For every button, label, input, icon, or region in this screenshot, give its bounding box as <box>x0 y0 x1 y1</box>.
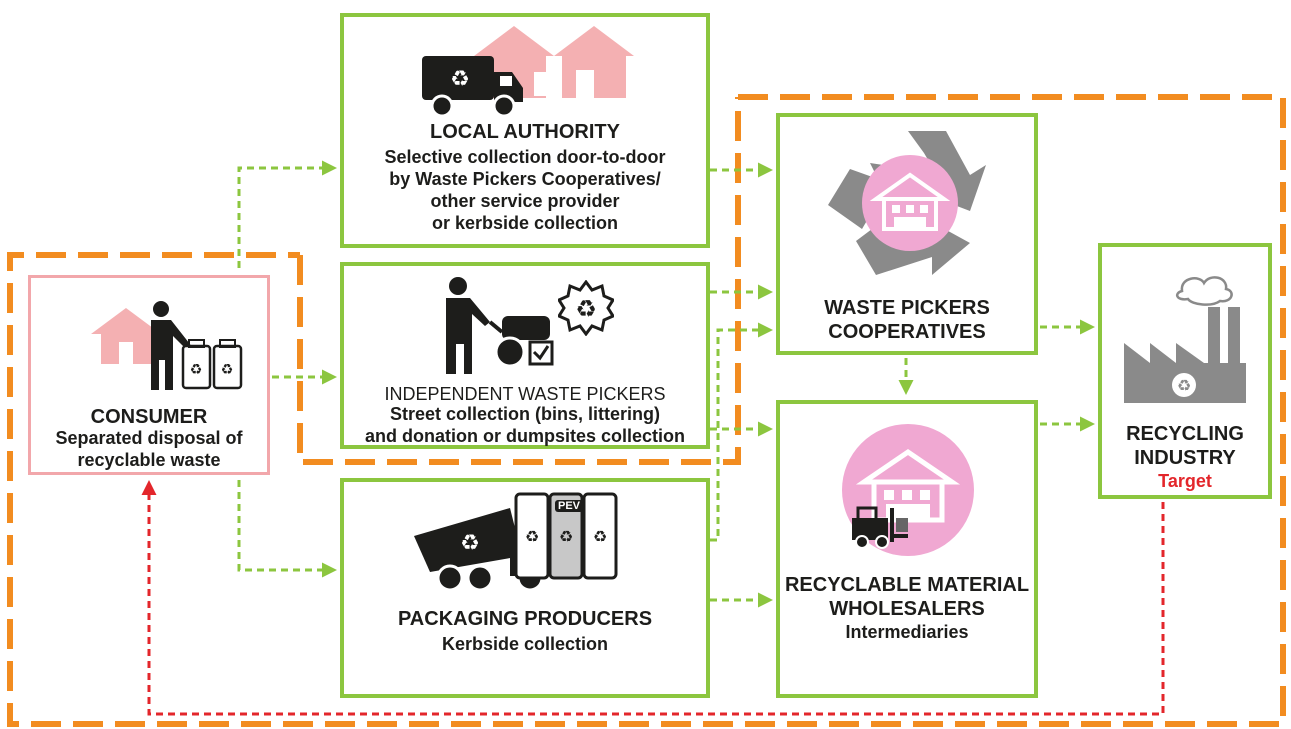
recycling-badge-icon: ♻ <box>558 280 614 336</box>
cooperatives-line2: COOPERATIVES <box>828 321 986 343</box>
sorting-bins-icon: ♻ ♻ ♻ <box>514 492 618 580</box>
orange-inner-boundary <box>297 97 741 465</box>
local-authority-line2: by Waste Pickers Cooperatives/ <box>389 169 661 189</box>
packaging-line1: Kerbside collection <box>441 634 609 654</box>
svg-text:♻: ♻ <box>559 527 573 546</box>
local-authority-title: LOCAL AUTHORITY <box>430 121 620 143</box>
arrow-consumer-to-authority <box>237 160 337 268</box>
wholesalers-box: RECYCLABLE MATERIAL WHOLESALERS Intermed… <box>776 400 1038 698</box>
green-flow-arrows <box>237 160 1095 608</box>
svg-text:♻: ♻ <box>450 67 470 92</box>
wholesalers-line2: WHOLESALERS <box>829 598 985 620</box>
house-icon <box>91 308 161 364</box>
packaging-producers-box: ♻ ♻ ♻ ♻ PEV PACKAGING PRODUCERS Kerbside… <box>340 478 710 698</box>
wholesalers-line1: RECYCLABLE MATERIAL <box>784 574 1030 596</box>
packaging-title: PACKAGING PRODUCERS <box>397 608 653 630</box>
waste-picker-cart-icon <box>446 277 554 374</box>
industry-line2: INDUSTRY <box>1134 447 1236 469</box>
arrow-consumer-to-packaging <box>237 480 337 578</box>
local-authority-line1: Selective collection door-to-door <box>384 147 666 167</box>
svg-text:♻: ♻ <box>1177 376 1191 395</box>
consumer-line1: Separated disposal of <box>55 428 243 448</box>
independent-line2: and donation or dumpsites collection <box>364 426 686 446</box>
industry-target: Target <box>1158 471 1212 491</box>
warehouse-icon <box>862 155 958 251</box>
svg-text:♻: ♻ <box>190 362 203 378</box>
local-authority-box: ♻ LOCAL AUTHORITY Selective collection d… <box>340 13 710 248</box>
wholesalers-line3: Intermediaries <box>845 622 969 642</box>
svg-text:♻: ♻ <box>575 295 597 323</box>
garbage-truck-icon: ♻ <box>422 56 523 118</box>
factory-icon: ♻ <box>1124 276 1246 403</box>
local-authority-line4: or kerbside collection <box>431 213 619 233</box>
forklift-icon <box>852 506 908 549</box>
cooperatives-line1: WASTE PICKERS <box>824 297 990 319</box>
svg-text:♻: ♻ <box>460 531 480 556</box>
local-authority-line3: other service provider <box>430 191 620 211</box>
independent-line1: Street collection (bins, littering) <box>389 404 661 424</box>
consumer-title: CONSUMER <box>90 406 208 428</box>
industry-line1: RECYCLING <box>1126 423 1244 445</box>
consumer-line2: recyclable waste <box>77 450 221 470</box>
svg-text:♻: ♻ <box>221 362 234 378</box>
recycling-bin-icon: ♻ ♻ <box>181 339 243 390</box>
svg-text:♻: ♻ <box>525 527 539 546</box>
consumer-box: ♻ ♻ CONSUMER Separated disposal of recyc… <box>28 275 270 475</box>
independent-title: INDEPENDENT WASTE PICKERS <box>384 384 666 404</box>
person-icon <box>151 301 193 390</box>
cooperatives-box: WASTE PICKERS COOPERATIVES <box>776 113 1038 355</box>
arrow-packaging-to-cooperatives <box>710 322 773 542</box>
industry-box: ♻ RECYCLING INDUSTRY Target <box>1098 243 1272 499</box>
independent-pickers-box: ♻ INDEPENDENT WASTE PICKERS Street colle… <box>340 262 710 449</box>
svg-text:♻: ♻ <box>593 527 607 546</box>
bin-label-pev: PEV <box>555 500 584 512</box>
orange-outer-boundary <box>7 94 1286 727</box>
